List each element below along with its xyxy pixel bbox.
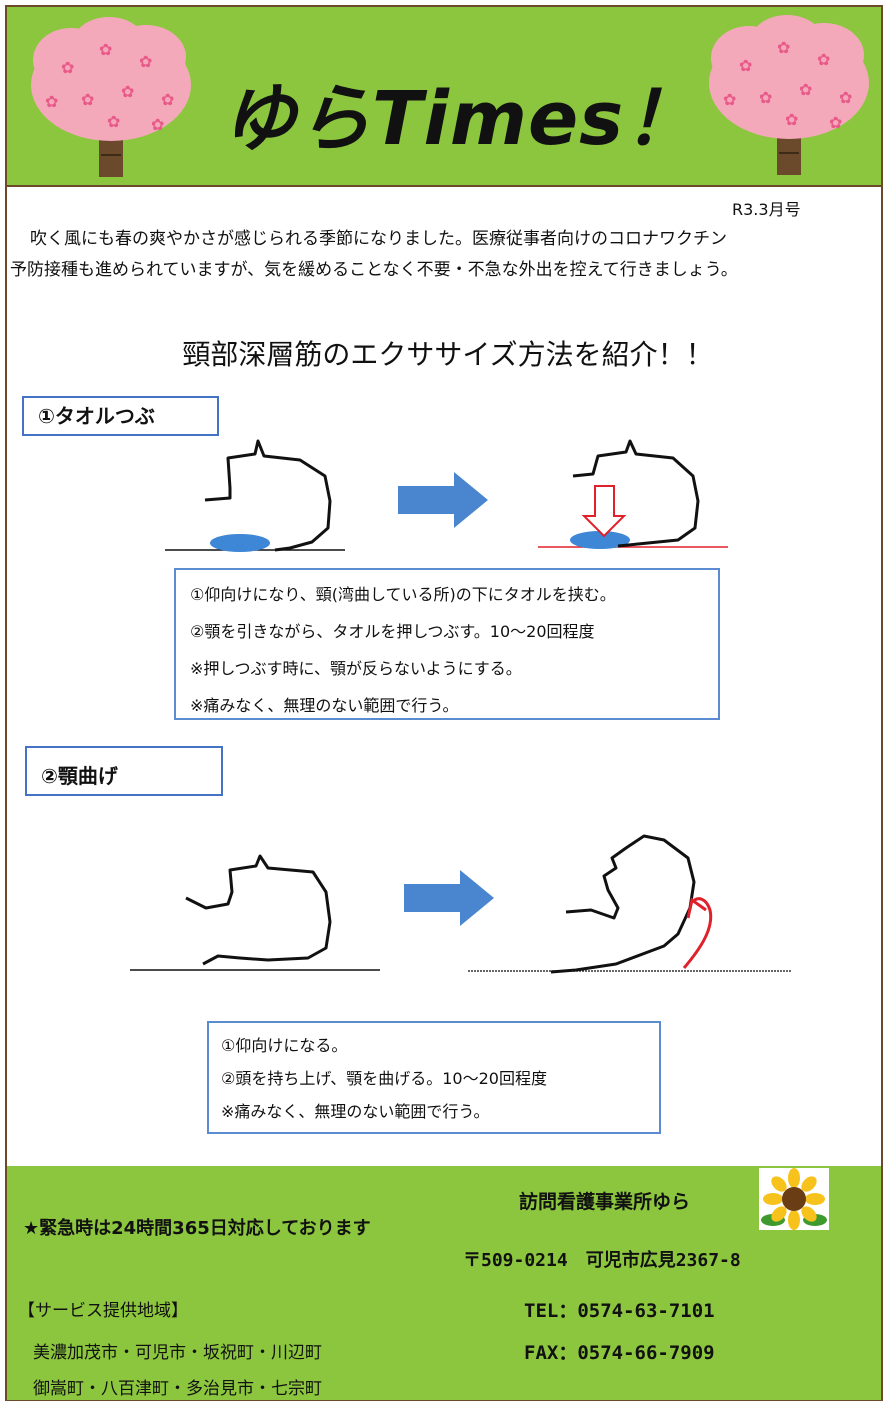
- issue-date: R3.3月号: [732, 200, 801, 219]
- svg-text:✿: ✿: [799, 80, 812, 99]
- office-tel: TEL：0574-63-7101: [524, 1300, 715, 1322]
- section1-step-1: ①仰向けになり、頸(湾曲している所)の下にタオルを挟む。: [190, 585, 616, 604]
- office-address: 〒509-0214 可児市広見2367-8: [463, 1250, 741, 1271]
- header-banner: ✿✿ ✿✿ ✿✿ ✿✿ ✿ ゆらTimes！ ✿✿ ✿✿ ✿✿ ✿✿ ✿: [7, 7, 881, 187]
- cherry-tree-left-icon: ✿✿ ✿✿ ✿✿ ✿✿ ✿: [31, 17, 191, 177]
- towel-press-before-illustration: [165, 439, 345, 552]
- service-area-title: 【サービス提供地域】: [18, 1301, 188, 1321]
- section2-step-1: ①仰向けになる。: [221, 1036, 348, 1055]
- chin-tuck-before-illustration: [130, 854, 380, 971]
- intro-line-1: 吹く風にも春の爽やかさが感じられる季節になりました。医療従事者向けのコロナワクチ…: [30, 229, 727, 249]
- footer-banner: ★緊急時は24時間365日対応しております 訪問看護事業所ゆら 〒509-021…: [7, 1166, 881, 1400]
- svg-text:✿: ✿: [777, 38, 790, 57]
- newsletter-title: ゆらTimes！: [222, 76, 700, 162]
- section1-caution-2: ※痛みなく、無理のない範囲で行う。: [190, 696, 459, 715]
- svg-text:✿: ✿: [759, 88, 772, 107]
- right-arrow-icon: [398, 472, 488, 528]
- section1-label: ①タオルつぶ: [22, 396, 219, 436]
- svg-text:✿: ✿: [829, 113, 842, 132]
- chin-tuck-after-illustration: [468, 834, 791, 974]
- svg-text:✿: ✿: [817, 50, 830, 69]
- section1-step-2: ②顎を引きながら、タオルを押しつぶす。10～20回程度: [190, 622, 595, 641]
- svg-text:✿: ✿: [139, 52, 152, 71]
- svg-text:✿: ✿: [121, 82, 134, 101]
- svg-text:✿: ✿: [107, 112, 120, 131]
- svg-text:✿: ✿: [151, 115, 164, 134]
- service-area-line-2: 御嵩町・八百津町・多治見市・七宗町: [33, 1379, 322, 1399]
- service-area-line-1: 美濃加茂市・可児市・坂祝町・川辺町: [33, 1343, 322, 1363]
- section2-caution: ※痛みなく、無理のない範囲で行う。: [221, 1102, 490, 1121]
- svg-text:✿: ✿: [785, 110, 798, 129]
- right-arrow-icon: [404, 870, 494, 926]
- svg-text:✿: ✿: [99, 40, 112, 59]
- section1-caution-1: ※押しつぶす時に、顎が反らないようにする。: [190, 659, 522, 678]
- office-fax: FAX：0574-66-7909: [524, 1342, 715, 1364]
- page-frame: [5, 5, 883, 1401]
- svg-text:✿: ✿: [81, 90, 94, 109]
- emergency-notice: ★緊急時は24時間365日対応しております: [23, 1218, 371, 1239]
- section-headline: 頸部深層筋のエクササイズ方法を紹介！！: [182, 338, 714, 371]
- section2-instructions: ①仰向けになる。 ②頭を持ち上げ、顎を曲げる。10～20回程度 ※痛みなく、無理…: [207, 1021, 661, 1134]
- svg-text:✿: ✿: [839, 88, 852, 107]
- office-name: 訪問看護事業所ゆら: [519, 1191, 691, 1213]
- svg-text:✿: ✿: [161, 90, 174, 109]
- svg-text:✿: ✿: [739, 56, 752, 75]
- svg-text:✿: ✿: [45, 92, 58, 111]
- intro-text: 吹く風にも春の爽やかさが感じられる季節になりました。医療従事者向けのコロナワクチ…: [10, 224, 870, 286]
- sunflower-icon: [759, 1168, 829, 1230]
- svg-text:✿: ✿: [723, 90, 736, 109]
- intro-line-2: 予防接種も進められていますが、気を緩めることなく不要・不急な外出を控えて行きまし…: [10, 260, 738, 280]
- towel-press-after-illustration: [538, 439, 728, 549]
- section2-label: ②顎曲げ: [25, 746, 223, 796]
- section1-instructions: ①仰向けになり、頸(湾曲している所)の下にタオルを挟む。 ②顎を引きながら、タオ…: [174, 568, 720, 720]
- svg-text:✿: ✿: [61, 58, 74, 77]
- cherry-tree-right-icon: ✿✿ ✿✿ ✿✿ ✿✿ ✿: [709, 15, 869, 175]
- section2-step-2: ②頭を持ち上げ、顎を曲げる。10～20回程度: [221, 1069, 547, 1088]
